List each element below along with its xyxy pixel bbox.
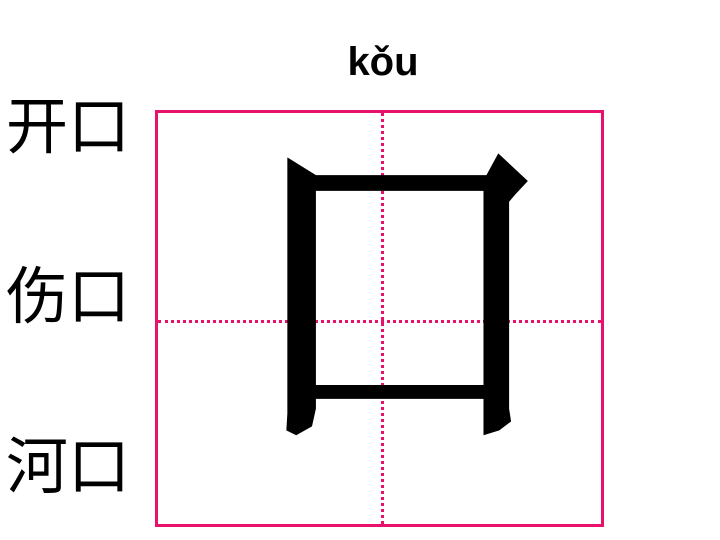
word-2: 伤口 <box>6 260 131 333</box>
character-glyph <box>286 153 528 436</box>
horizontal-guide-line <box>158 320 601 323</box>
word-3: 河口 <box>6 430 131 503</box>
glyph-left-stroke <box>286 157 316 436</box>
glyph-top-right-stroke <box>310 153 528 436</box>
word-1: 开口 <box>6 90 131 163</box>
pinyin-label: kǒu <box>347 40 419 84</box>
tian-zi-grid <box>155 110 604 527</box>
vertical-guide-line <box>381 113 384 524</box>
glyph-bottom-stroke <box>311 385 488 399</box>
